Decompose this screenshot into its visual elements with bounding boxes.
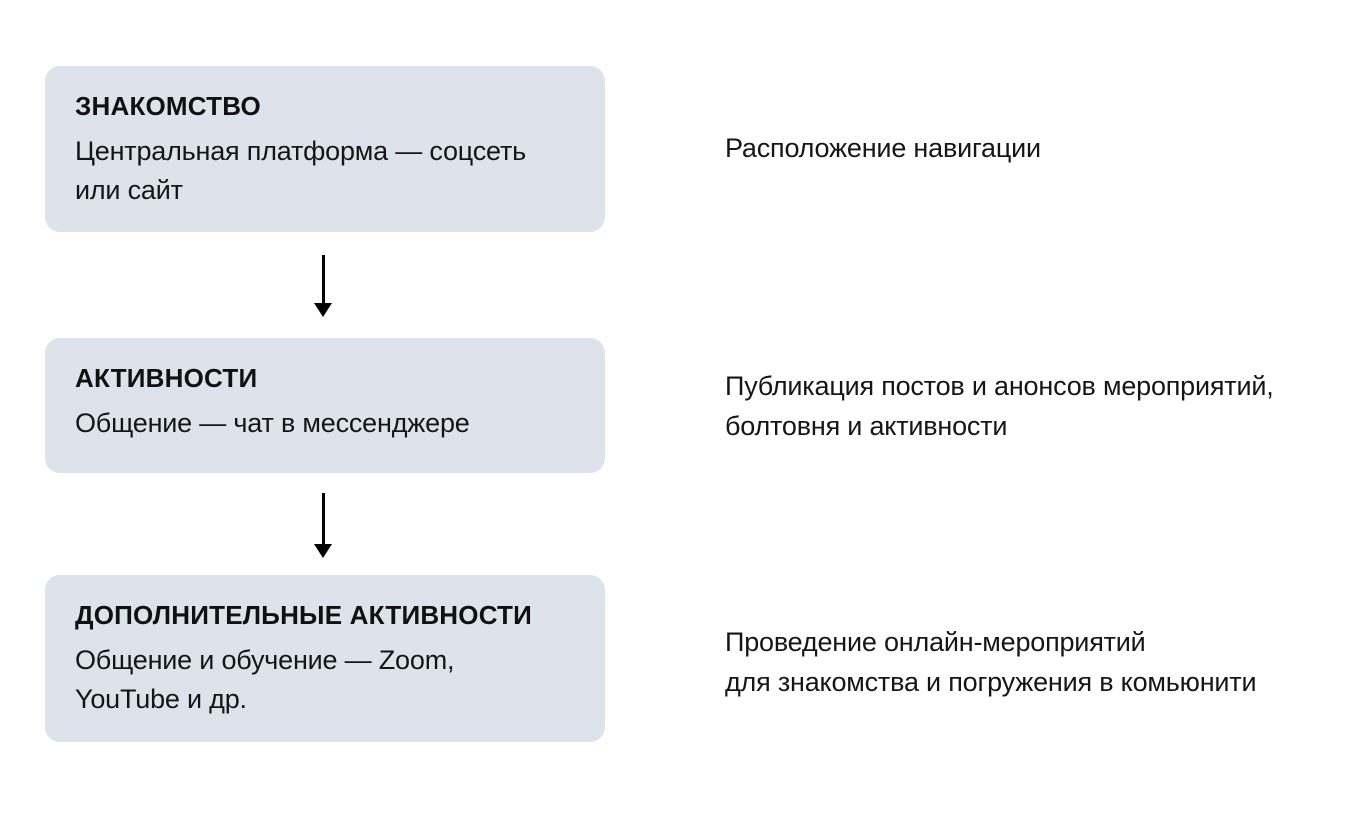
step-box-znakomstvo: ЗНАКОМСТВО Центральная платформа — соцсе… — [45, 66, 605, 232]
step-annotation: Проведение онлайн-мероприятий для знаком… — [725, 627, 1257, 697]
arrow-line — [321, 493, 325, 545]
step-description: Общение — чат в мессенджере — [75, 408, 470, 438]
arrow-down-icon — [308, 255, 338, 317]
step-annotation: Расположение навигации — [725, 133, 1041, 163]
arrow-head — [314, 544, 332, 558]
step-description: Общение и обучение — Zoom, YouTube и др. — [75, 645, 455, 714]
arrow-line — [321, 255, 325, 304]
arrow-head — [314, 303, 332, 317]
step-title: ДОПОЛНИТЕЛЬНЫЕ АКТИВНОСТИ — [75, 600, 533, 630]
step-box-aktivnosti: АКТИВНОСТИ Общение — чат в мессенджере — [45, 338, 605, 473]
arrow-down-icon — [308, 493, 338, 558]
step-description: Центральная платформа — соцсеть или сайт — [75, 136, 526, 205]
step-title: ЗНАКОМСТВО — [75, 91, 261, 121]
step-annotation: Публикация постов и анонсов мероприятий,… — [725, 371, 1274, 441]
step-box-dopolnitelnye-aktivnosti: ДОПОЛНИТЕЛЬНЫЕ АКТИВНОСТИ Общение и обуч… — [45, 575, 605, 742]
step-title: АКТИВНОСТИ — [75, 363, 258, 393]
